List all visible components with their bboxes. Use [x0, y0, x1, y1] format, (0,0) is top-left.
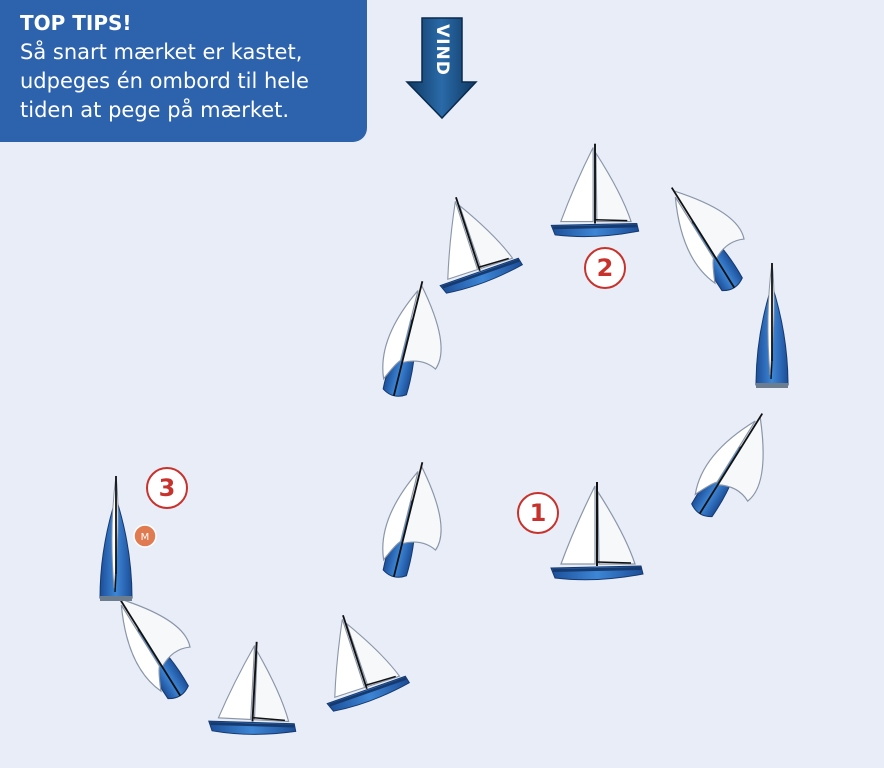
step-label-3: 3 — [159, 474, 176, 502]
boat-8 — [373, 456, 459, 587]
tip-title: TOP TIPS! — [20, 11, 132, 35]
wind-arrow-icon — [405, 17, 478, 120]
tip-line-3: tiden at pege på mærket. — [20, 98, 290, 122]
boat-10 — [207, 638, 302, 738]
boat-9 — [301, 601, 412, 715]
tip-line-2: udpeges én ombord til hele — [20, 69, 309, 93]
boat-7 — [373, 275, 459, 406]
boat-3 — [755, 262, 789, 389]
boat-1 — [550, 481, 644, 581]
mark-label: M — [141, 532, 150, 543]
step-label-1: 1 — [530, 499, 547, 527]
step-marker-1: 1 — [517, 492, 559, 534]
step-label-2: 2 — [597, 254, 614, 282]
mark-buoy: M — [133, 524, 157, 548]
boat-2 — [682, 402, 794, 534]
step-marker-2: 2 — [584, 247, 626, 289]
boat-5 — [550, 142, 640, 238]
boat-12 — [99, 475, 133, 602]
wind-label: VIND — [432, 24, 452, 76]
tip-line-1: Så snart mærket er kastet, — [20, 40, 303, 64]
top-tips-box: TOP TIPS! Så snart mærket er kastet, udp… — [0, 0, 367, 142]
step-marker-3: 3 — [146, 467, 188, 509]
boat-4 — [654, 167, 766, 300]
boat-6 — [414, 183, 525, 297]
